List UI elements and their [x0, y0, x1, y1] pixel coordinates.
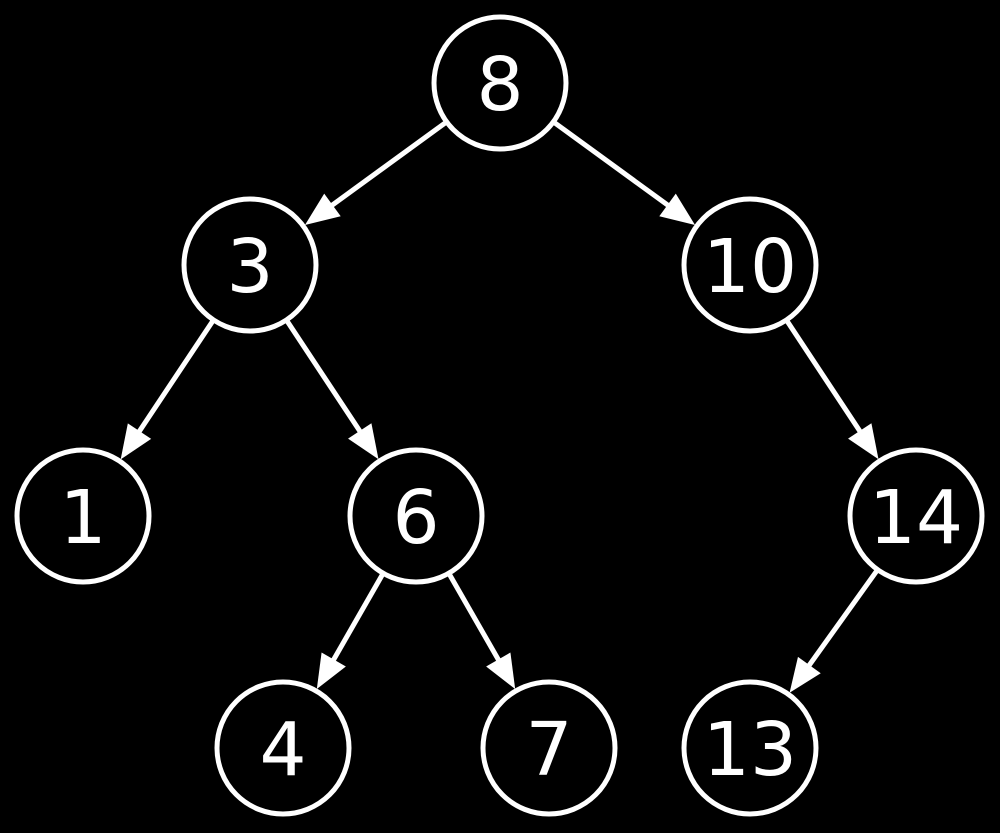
edge-line — [329, 119, 449, 209]
node-circle — [14, 447, 152, 585]
tree-node-4: 4 — [214, 679, 352, 817]
node-label: 6 — [392, 475, 439, 561]
edge-n8-n3 — [304, 119, 449, 225]
tree-node-6: 6 — [347, 447, 485, 585]
tree-node-7: 7 — [480, 679, 618, 817]
edge-n6-n4 — [316, 572, 386, 690]
node-label: 8 — [476, 42, 523, 128]
arrowhead-icon — [348, 423, 379, 460]
tree-node-14: 14 — [847, 447, 985, 585]
edge-line — [784, 318, 863, 434]
edge-line — [284, 318, 363, 434]
arrowhead-icon — [304, 193, 341, 225]
node-circle — [847, 447, 985, 585]
tree-node-3: 3 — [181, 196, 319, 334]
node-circle — [681, 196, 819, 334]
node-circle — [480, 679, 618, 817]
nodes-layer: 8 3 10 1 6 14 4 7 13 — [14, 14, 985, 817]
edge-line — [806, 568, 880, 669]
arrowhead-icon — [848, 423, 879, 460]
node-circle — [431, 14, 569, 152]
edge-line — [136, 318, 216, 435]
node-label: 14 — [869, 475, 963, 561]
edge-n14-n13 — [789, 568, 880, 693]
edge-n8-n10 — [551, 119, 696, 225]
edge-line — [330, 572, 386, 663]
node-label: 1 — [59, 475, 106, 561]
edge-n3-n6 — [284, 318, 379, 460]
node-circle — [347, 447, 485, 585]
tree-node-8: 8 — [431, 14, 569, 152]
node-label: 10 — [703, 224, 797, 310]
node-circle — [214, 679, 352, 817]
tree-node-13: 13 — [681, 679, 819, 817]
arrowhead-icon — [316, 652, 346, 690]
edge-line — [551, 119, 671, 209]
edge-n3-n1 — [120, 318, 216, 460]
tree-node-1: 1 — [14, 447, 152, 585]
node-label: 13 — [703, 707, 797, 793]
tree-node-10: 10 — [681, 196, 819, 334]
arrowhead-icon — [789, 656, 821, 693]
arrowhead-icon — [486, 652, 516, 690]
node-label: 3 — [226, 224, 273, 310]
edges-layer — [120, 119, 880, 693]
edge-n6-n7 — [446, 572, 516, 690]
node-circle — [181, 196, 319, 334]
arrowhead-icon — [120, 423, 152, 460]
node-label: 7 — [525, 707, 572, 793]
node-circle — [681, 679, 819, 817]
edge-line — [446, 572, 502, 663]
edge-n10-n14 — [784, 318, 879, 460]
node-label: 4 — [259, 707, 306, 793]
arrowhead-icon — [659, 193, 696, 225]
